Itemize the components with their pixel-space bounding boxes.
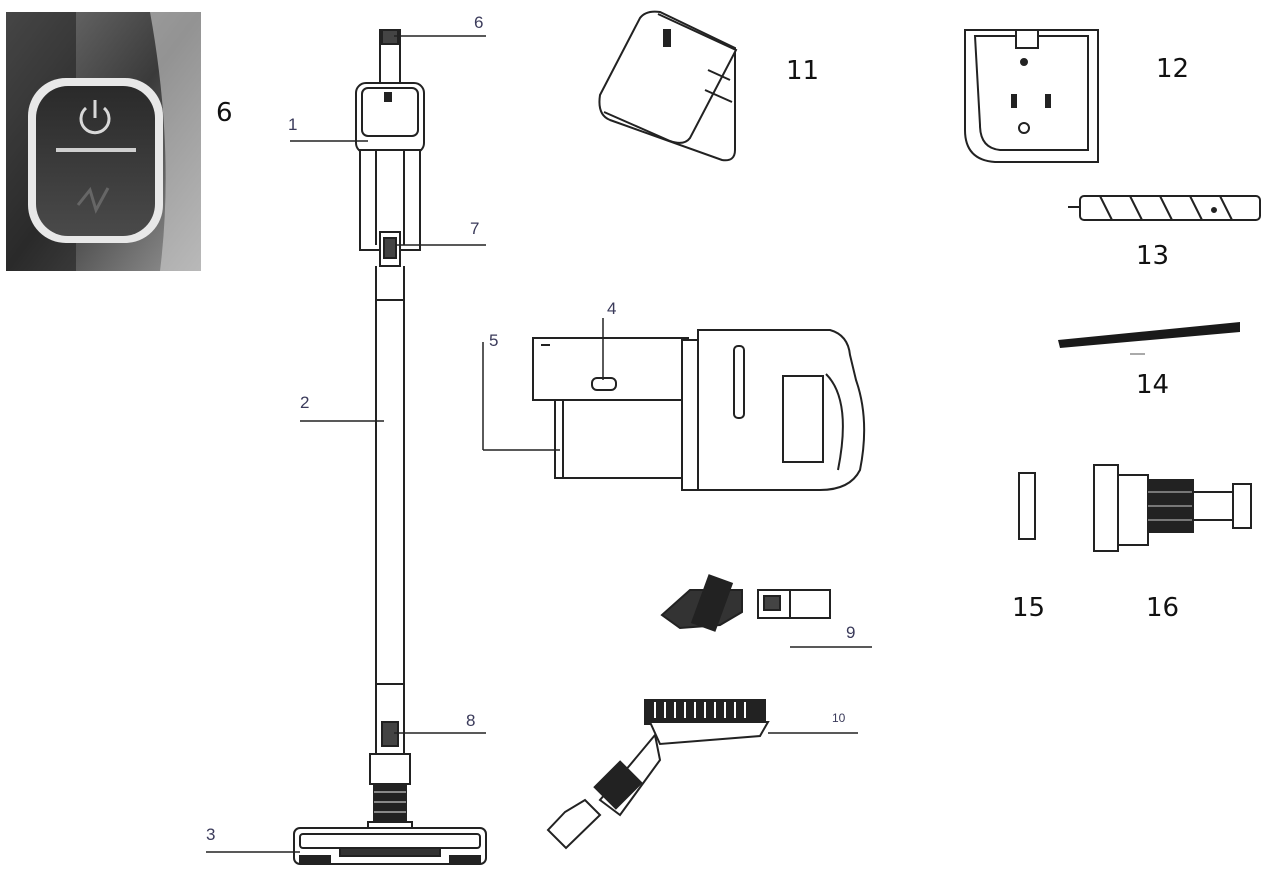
label-part-5: 5 bbox=[489, 331, 499, 350]
vacuum-assembly bbox=[293, 29, 487, 865]
cleaning-strip bbox=[1058, 322, 1240, 355]
label-part-11: 11 bbox=[786, 56, 820, 86]
label-part-6-top: 6 bbox=[474, 13, 484, 32]
label-part-1: 1 bbox=[288, 115, 298, 134]
crevice-tool bbox=[660, 574, 831, 632]
label-part-6-photo: 6 bbox=[216, 98, 233, 128]
label-part-16: 16 bbox=[1146, 593, 1180, 623]
label-part-14: 14 bbox=[1136, 370, 1170, 400]
label-part-3: 3 bbox=[206, 825, 216, 844]
label-part-4: 4 bbox=[607, 299, 617, 318]
power-icon bbox=[79, 100, 111, 135]
label-part-12: 12 bbox=[1156, 54, 1190, 84]
dusting-brush bbox=[546, 699, 770, 850]
label-part-8: 8 bbox=[466, 711, 476, 730]
handheld-unit bbox=[532, 329, 866, 491]
power-button-photo bbox=[6, 12, 201, 271]
charger-adapter bbox=[598, 10, 738, 162]
label-part-13: 13 bbox=[1136, 241, 1170, 271]
handheld-leaders bbox=[482, 318, 604, 451]
leader-lines bbox=[206, 35, 486, 853]
brush-roller bbox=[1068, 195, 1261, 221]
wall-mount bbox=[964, 29, 1099, 163]
speed-icon bbox=[76, 186, 110, 214]
label-part-2: 2 bbox=[300, 393, 310, 412]
filter-sponge bbox=[1018, 472, 1036, 540]
label-part-10: 10 bbox=[832, 711, 846, 725]
label-part-7: 7 bbox=[470, 219, 480, 238]
hepa-filter bbox=[1093, 464, 1252, 552]
label-part-9: 9 bbox=[846, 623, 856, 642]
label-part-15: 15 bbox=[1012, 593, 1046, 623]
